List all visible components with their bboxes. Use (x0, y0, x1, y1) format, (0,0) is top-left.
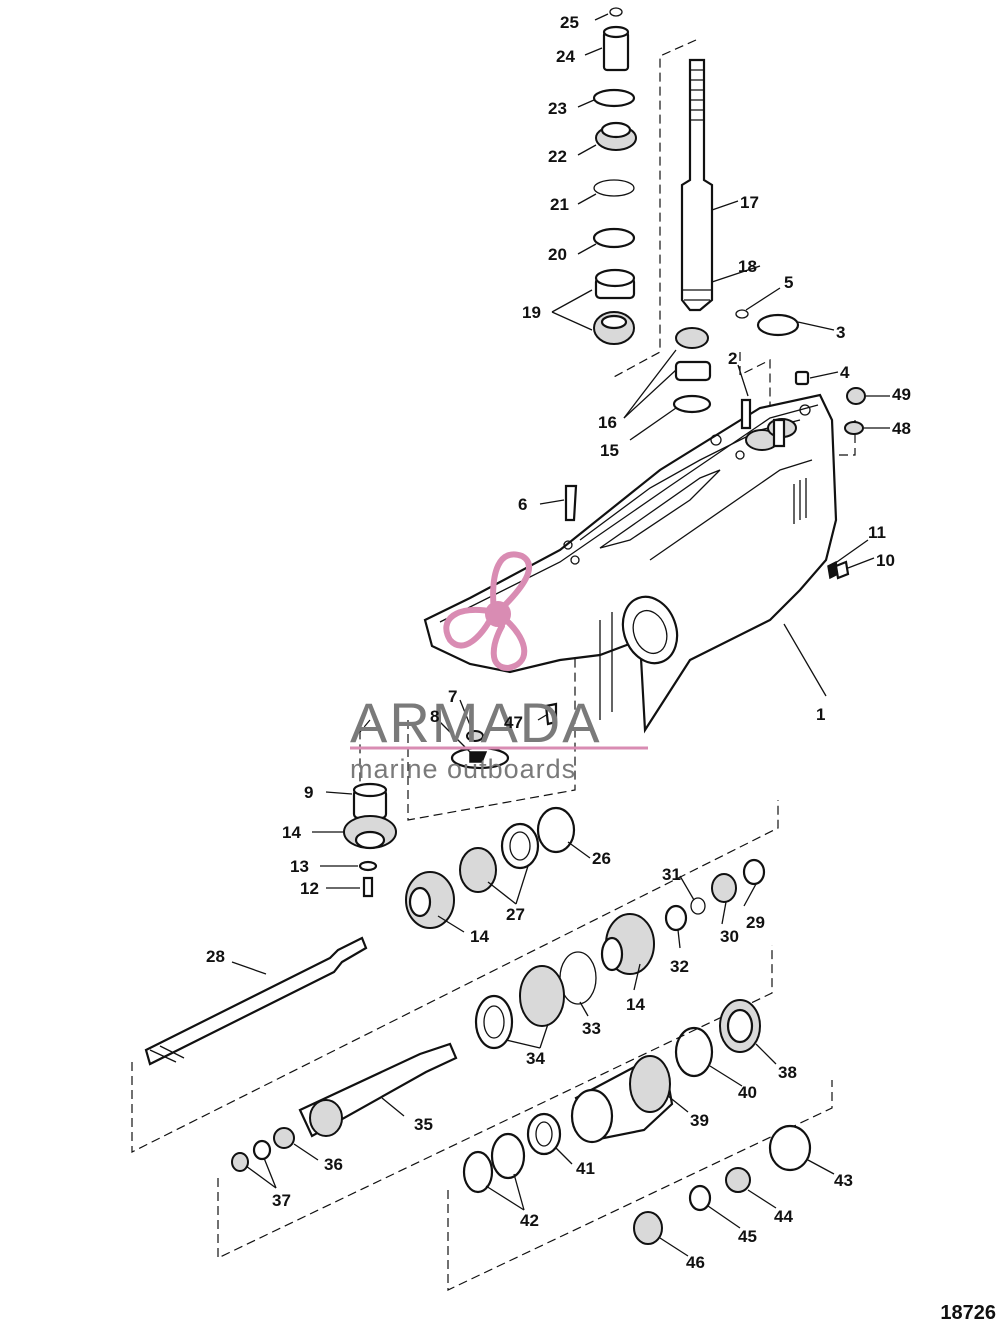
watermark-brand: ARMADA (350, 691, 602, 754)
callout-45: 45 (738, 1227, 757, 1246)
drive-shaft (680, 58, 714, 312)
clutch-shaft-group (231, 1042, 458, 1172)
callout-14-pinion: 14 (282, 823, 301, 842)
callout-36: 36 (324, 1155, 343, 1174)
callout-27: 27 (506, 905, 525, 924)
callout-41: 41 (576, 1159, 595, 1178)
callout-14-forward: 14 (470, 927, 489, 946)
callout-42: 42 (520, 1211, 539, 1230)
callout-25: 25 (560, 13, 579, 32)
forward-gear-group (405, 806, 576, 929)
callout-31: 31 (662, 865, 681, 884)
callout-12: 12 (300, 879, 319, 898)
callout-4: 4 (840, 363, 850, 382)
callout-17: 17 (740, 193, 759, 212)
callout-43: 43 (834, 1171, 853, 1190)
callout-35: 35 (414, 1115, 433, 1134)
reverse-gear-group (474, 858, 766, 1050)
callout-16: 16 (598, 413, 617, 432)
callout-labels: 1 2 3 4 5 6 7 8 9 10 11 12 13 14 14 14 1… (206, 13, 911, 1272)
callout-29: 29 (746, 913, 765, 932)
callout-48: 48 (892, 419, 911, 438)
callout-1: 1 (816, 705, 825, 724)
small-fasteners-right (544, 309, 866, 726)
callout-6: 6 (518, 495, 527, 514)
callout-11: 11 (868, 523, 886, 542)
callout-10: 10 (876, 551, 895, 570)
callout-3: 3 (836, 323, 845, 342)
callout-40: 40 (738, 1083, 757, 1102)
pinion-gear-group (343, 730, 510, 898)
callout-7: 7 (448, 687, 457, 706)
callout-2: 2 (728, 349, 737, 368)
callout-34: 34 (526, 1049, 545, 1068)
dashed-group-frames (131, 39, 856, 1291)
callout-22: 22 (548, 147, 567, 166)
gearcase-housing (423, 393, 838, 734)
callout-21: 21 (550, 195, 569, 214)
callout-33: 33 (582, 1019, 601, 1038)
callout-37: 37 (272, 1191, 291, 1210)
callout-39: 39 (690, 1111, 709, 1130)
callout-9: 9 (304, 783, 313, 802)
callout-19: 19 (522, 303, 541, 322)
callout-38: 38 (778, 1063, 797, 1082)
watermark: ARMADA marine outboards (350, 551, 648, 784)
bearing-carrier-group (462, 999, 812, 1245)
callout-46: 46 (686, 1253, 705, 1272)
callout-49: 49 (892, 385, 911, 404)
callout-13: 13 (290, 857, 309, 876)
callout-23: 23 (548, 99, 567, 118)
upper-bearing-stack (592, 7, 712, 414)
callout-5: 5 (784, 273, 793, 292)
propeller-shaft (144, 936, 368, 1066)
callout-26: 26 (592, 849, 611, 868)
callout-44: 44 (774, 1207, 793, 1226)
propeller-logo-icon (443, 551, 532, 672)
callout-47: 47 (504, 713, 523, 732)
callout-30: 30 (720, 927, 739, 946)
diagram-id-code: 18726 (940, 1302, 996, 1324)
callout-18: 18 (738, 257, 757, 276)
watermark-tagline: marine outboards (350, 754, 576, 784)
leader-lines (231, 13, 890, 1257)
callout-24: 24 (556, 47, 575, 66)
callout-32: 32 (670, 957, 689, 976)
callout-20: 20 (548, 245, 567, 264)
callout-8: 8 (430, 707, 439, 726)
callout-15: 15 (600, 441, 619, 460)
callout-28: 28 (206, 947, 225, 966)
callout-14-reverse: 14 (626, 995, 645, 1014)
